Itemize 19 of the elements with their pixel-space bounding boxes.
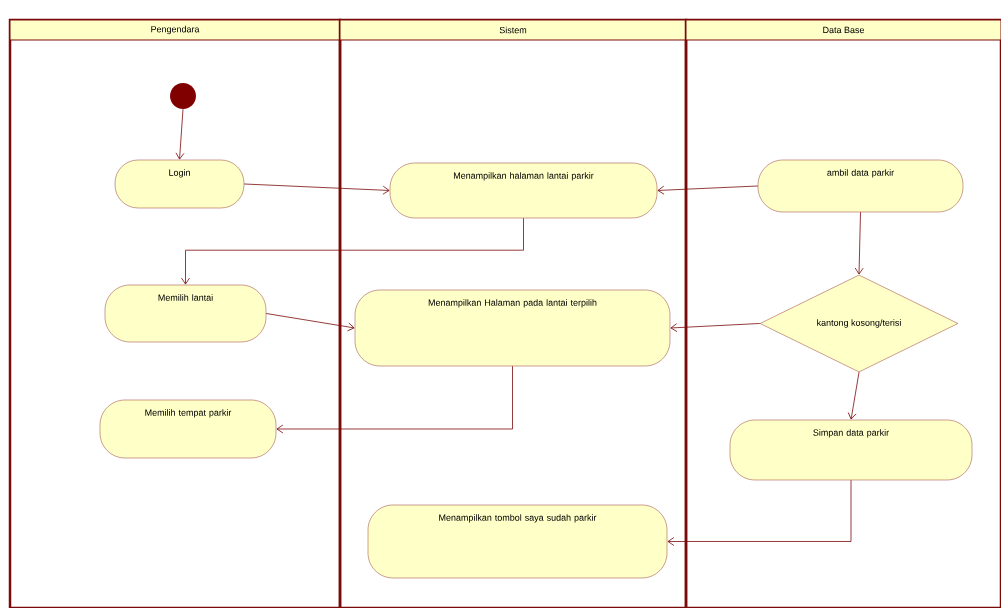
activity-box: Menampilkan tombol saya sudah parkir [367, 504, 668, 579]
activity-box: Menampilkan Halaman pada lantai terpilih [354, 289, 671, 367]
arrow [847, 371, 860, 420]
activity-box: Memilih tempat parkir [99, 399, 277, 459]
arrow [667, 479, 852, 546]
start-node [170, 83, 196, 109]
arrow [854, 211, 864, 275]
activity-box: Login [114, 159, 245, 209]
activity-box: Menampilkan halaman lantai parkir [389, 162, 658, 219]
arrow [181, 217, 524, 285]
arrow [265, 313, 355, 332]
arrow [657, 185, 759, 195]
arrow [175, 108, 185, 160]
arrow [276, 365, 513, 434]
arrow [243, 183, 390, 195]
activity-box: ambil data parkir [757, 159, 964, 213]
arrow [670, 323, 761, 333]
activity-box: Memilih lantai [104, 284, 267, 343]
activity-box: Simpan data parkir [729, 419, 973, 481]
